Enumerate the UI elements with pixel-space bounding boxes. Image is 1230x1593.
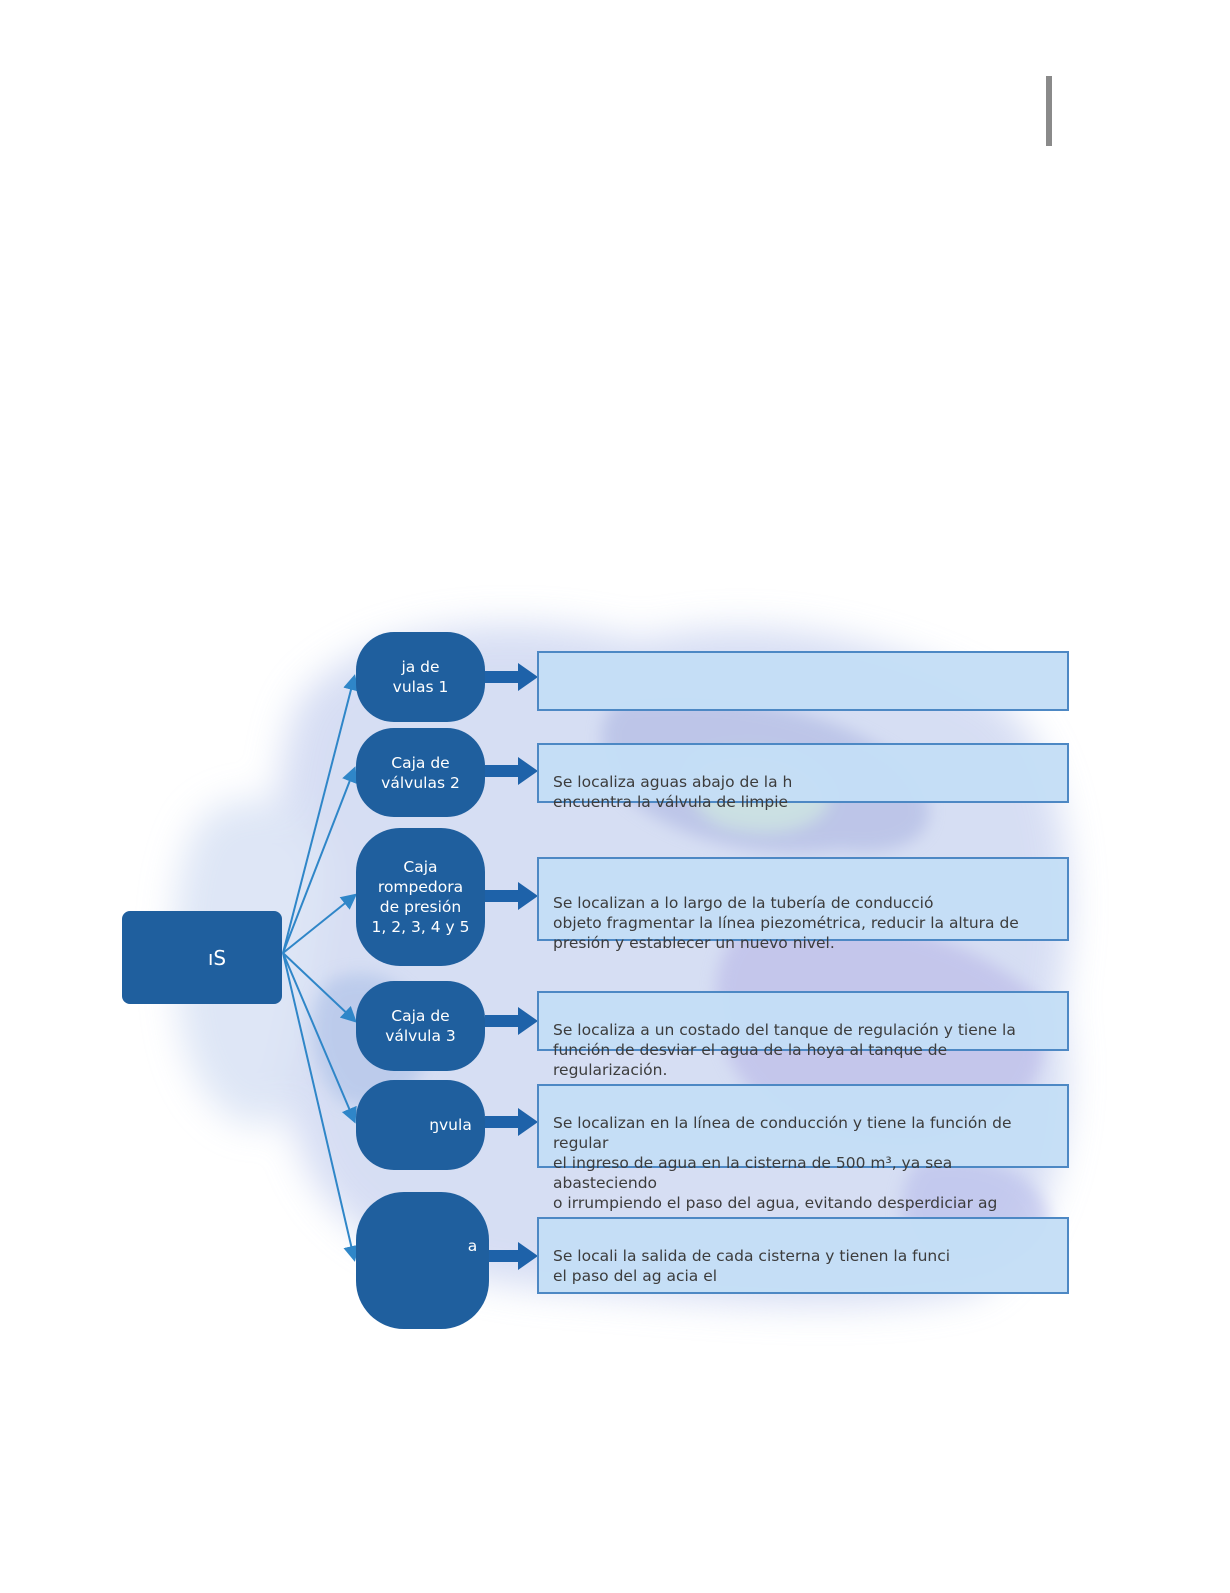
description-box-2: Se localiza aguas abajo de la h encuentr… [537, 743, 1069, 811]
description-box-4: Se localiza a un costado del tanque de r… [537, 991, 1069, 1079]
description-box-1 [537, 651, 1069, 711]
node-label: Caja rompedora de presión 1, 2, 3, 4 y 5 [371, 858, 470, 936]
description-text: Se localizan a lo largo de la tubería de… [553, 894, 1019, 952]
node-label: ja de vulas 1 [392, 658, 449, 696]
description-text: Se localiza a un costado del tanque de r… [553, 1021, 1016, 1079]
description-text: Se locali la salida de cada cisterna y t… [553, 1247, 951, 1285]
node-caja-rompedora: Caja rompedora de presión 1, 2, 3, 4 y 5 [356, 828, 485, 966]
description-box-5: Se localizan en la línea de conducción y… [537, 1084, 1069, 1212]
root-node: ıS [122, 911, 282, 1004]
description-box-3: Se localizan a lo largo de la tubería de… [537, 857, 1069, 952]
node-label: Caja de válvulas 2 [381, 753, 460, 792]
node-caja-valvulas-1: ja de vulas 1 [356, 632, 485, 722]
description-text: Se localizan en la línea de conducción y… [553, 1114, 1012, 1212]
node-label: a [467, 1236, 478, 1255]
page-edge-bar [1046, 76, 1052, 146]
node-caja-valvulas-2: Caja de válvulas 2 [356, 728, 485, 817]
node-label: ŋvula [429, 1116, 472, 1134]
node-caja-valvula-3: Caja de válvula 3 [356, 981, 485, 1071]
root-node-label: ıS [207, 945, 227, 970]
node-salida-cisterna: a [356, 1192, 489, 1329]
description-text: Se localiza aguas abajo de la h encuentr… [553, 773, 793, 811]
node-label: Caja de válvula 3 [385, 1007, 456, 1045]
node-valvula: ŋvula [356, 1080, 485, 1170]
description-box-6: Se locali la salida de cada cisterna y t… [537, 1217, 1069, 1294]
